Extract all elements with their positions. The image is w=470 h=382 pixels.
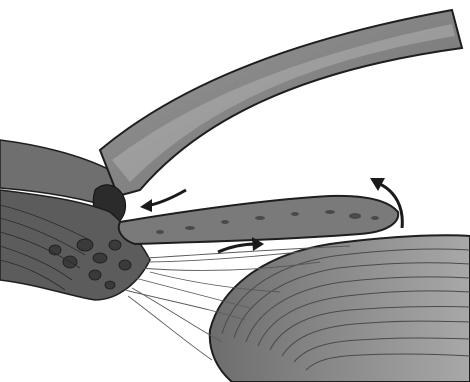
ciliary-body <box>0 190 150 300</box>
lens-body <box>210 235 470 382</box>
lens <box>210 235 470 382</box>
curved-arrow-left-icon <box>140 190 186 212</box>
